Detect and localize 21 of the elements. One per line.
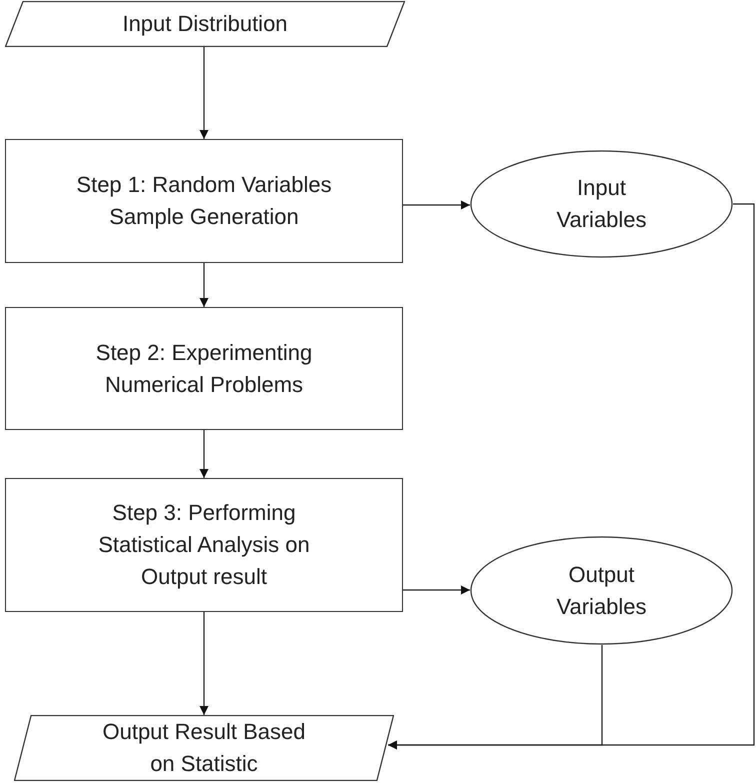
node-text: Step 1: Random Variables Sample Generation	[75, 171, 333, 231]
node-text: Input Distribution	[121, 10, 289, 38]
process-box	[5, 307, 403, 430]
process-box	[5, 478, 403, 612]
arrow	[403, 586, 470, 594]
data-parallelogram	[5, 1, 405, 47]
node-text: Output Variables	[555, 560, 648, 620]
arrow	[200, 430, 208, 478]
arrow	[200, 263, 208, 307]
data-parallelogram	[14, 715, 394, 781]
arrow	[200, 47, 208, 139]
ellipse-node	[470, 150, 733, 258]
node-text: Output Result Based on Statistic	[101, 718, 306, 778]
process-box	[5, 139, 403, 263]
node-text: Step 3: Performing Statistical Analysis on Output result	[97, 499, 311, 591]
ellipse-node	[470, 536, 733, 645]
node-text: Step 2: Experimenting Numerical Problems	[94, 338, 314, 398]
node-text: Input Variables	[555, 174, 648, 234]
arrow	[200, 612, 208, 715]
arrow	[388, 203, 755, 750]
arrow	[403, 200, 470, 210]
